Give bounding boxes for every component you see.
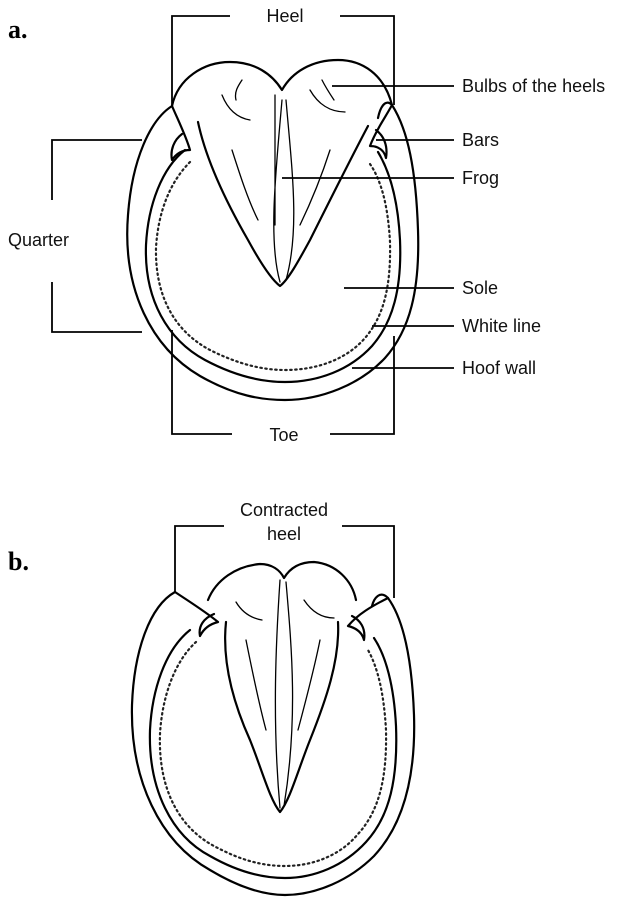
white-line-a xyxy=(156,162,390,370)
bulbs-a xyxy=(172,60,392,106)
hoof-wall-inner-a xyxy=(146,150,400,382)
frog-a xyxy=(198,122,368,286)
frog-b xyxy=(225,622,338,812)
figure-a: a. Heel Quarter Toe Bulbs of the heels B… xyxy=(8,6,605,445)
label-contracted-line2: heel xyxy=(267,524,301,544)
label-frog: Frog xyxy=(462,168,499,188)
frog-cleft-a xyxy=(274,95,294,282)
frog-texture-a xyxy=(222,80,345,225)
bars-left-a xyxy=(171,106,190,160)
hoof-wall-outer-b xyxy=(132,592,414,895)
label-heel: Heel xyxy=(266,6,303,26)
bulbs-b xyxy=(208,562,356,600)
label-contracted-line1: Contracted xyxy=(240,500,328,520)
label-white-line: White line xyxy=(462,316,541,336)
label-sole: Sole xyxy=(462,278,498,298)
bars-left-b xyxy=(175,592,218,636)
label-toe: Toe xyxy=(269,425,298,445)
panel-label-a: a. xyxy=(8,15,28,44)
label-bulbs: Bulbs of the heels xyxy=(462,76,605,96)
panel-label-b: b. xyxy=(8,547,29,576)
frog-texture-b xyxy=(236,580,334,808)
label-quarter: Quarter xyxy=(8,230,69,250)
label-hoof-wall: Hoof wall xyxy=(462,358,536,378)
heel-bracket-a xyxy=(172,16,394,106)
bars-right-b xyxy=(348,598,388,640)
white-line-b xyxy=(160,642,386,866)
label-bars: Bars xyxy=(462,130,499,150)
figure-b: b. Contracted heel xyxy=(8,500,414,895)
hoof-wall-inner-b xyxy=(150,630,396,878)
bars-right-a xyxy=(370,105,392,158)
